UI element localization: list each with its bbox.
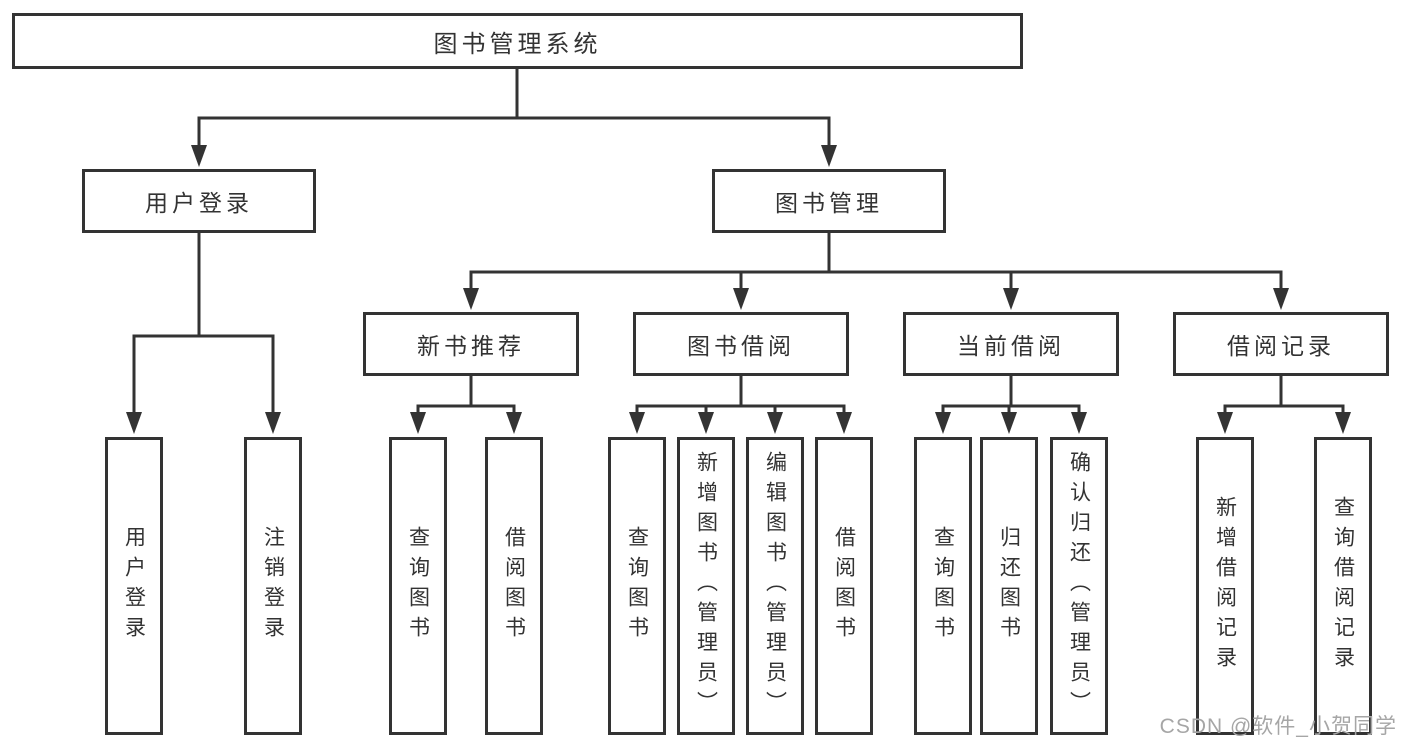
leaf-new-books-query: 查询图书 (389, 437, 447, 735)
node-book-borrowing: 图书借阅 (633, 312, 849, 376)
node-user-login: 用户登录 (82, 169, 316, 233)
node-label: 归还图书 (997, 526, 1021, 646)
leaf-borrow-edit-admin: 编辑图书（管理员） (746, 437, 804, 735)
node-label: 注销登录 (261, 526, 285, 646)
leaf-new-books-borrow: 借阅图书 (485, 437, 543, 735)
node-label: 查询借阅记录 (1331, 496, 1355, 676)
node-new-book-recommendation: 新书推荐 (363, 312, 579, 376)
node-label: 查询图书 (625, 526, 649, 646)
leaf-logout: 注销登录 (244, 437, 302, 735)
node-book-management: 图书管理 (712, 169, 946, 233)
leaf-borrow-book: 借阅图书 (815, 437, 873, 735)
node-label: 新书推荐 (417, 333, 525, 359)
node-label: 图书管理系统 (433, 30, 602, 58)
leaf-current-confirm-return-admin: 确认归还（管理员） (1050, 437, 1108, 735)
node-label: 用户登录 (145, 190, 253, 216)
node-label: 图书管理 (775, 190, 883, 216)
node-label: 借阅图书 (832, 526, 856, 646)
node-label: 查询图书 (931, 526, 955, 646)
leaf-borrow-add-admin: 新增图书（管理员） (677, 437, 735, 735)
node-label: 新增图书（管理员） (694, 451, 718, 721)
node-label: 查询图书 (406, 526, 430, 646)
node-label: 确认归还（管理员） (1067, 451, 1091, 721)
node-label: 图书借阅 (687, 333, 795, 359)
node-label: 用户登录 (122, 526, 146, 646)
node-label: 当前借阅 (957, 333, 1065, 359)
node-library-management-system: 图书管理系统 (12, 13, 1023, 69)
leaf-current-query: 查询图书 (914, 437, 972, 735)
leaf-records-add: 新增借阅记录 (1196, 437, 1254, 735)
arrowheads (126, 145, 1351, 434)
node-borrowing-records: 借阅记录 (1173, 312, 1389, 376)
node-label: 编辑图书（管理员） (763, 451, 787, 721)
leaf-current-return: 归还图书 (980, 437, 1038, 735)
leaf-records-query: 查询借阅记录 (1314, 437, 1372, 735)
node-label: 借阅记录 (1227, 333, 1335, 359)
node-current-borrowing: 当前借阅 (903, 312, 1119, 376)
leaf-user-login: 用户登录 (105, 437, 163, 735)
node-label: 新增借阅记录 (1213, 496, 1237, 676)
leaf-borrow-query: 查询图书 (608, 437, 666, 735)
node-label: 借阅图书 (502, 526, 526, 646)
